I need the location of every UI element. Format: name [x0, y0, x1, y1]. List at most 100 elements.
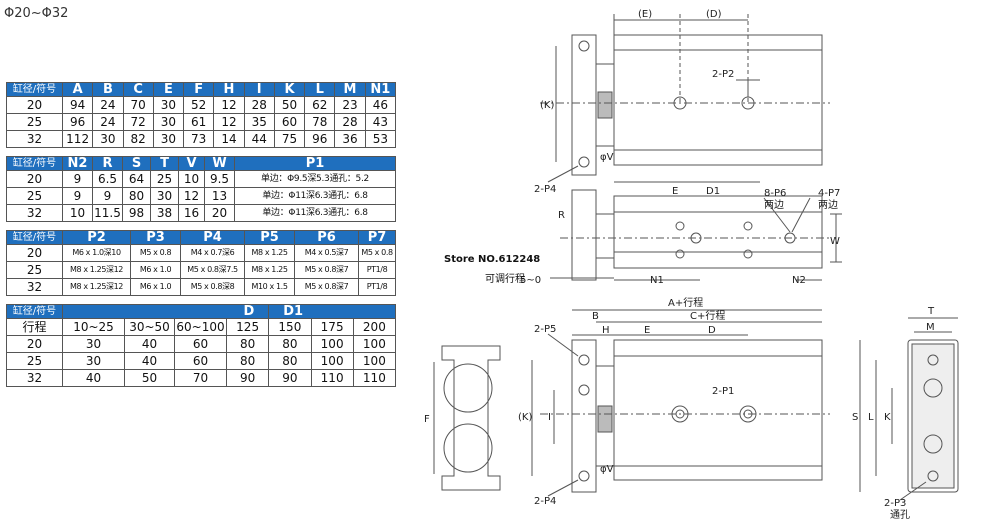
table-cell: M5 x 0.8深7 — [294, 261, 359, 279]
table-cell: 112 — [61, 130, 94, 148]
left-end-view — [433, 345, 501, 491]
end-plate-side — [907, 339, 959, 493]
table-cell: 25 — [6, 261, 63, 279]
label: L — [868, 412, 874, 423]
label: D — [708, 325, 716, 336]
label: F — [424, 414, 430, 425]
bore-circle — [443, 363, 493, 413]
table-cell: 150 — [268, 318, 312, 336]
table-cell: 72 — [122, 113, 154, 131]
table-cell: 94 — [61, 96, 94, 114]
label: 2-P4 — [534, 184, 556, 195]
table-cell: 200 — [352, 318, 397, 336]
table-cell: 80 — [225, 335, 270, 353]
label: E — [672, 186, 678, 197]
table-cell: 32 — [6, 130, 63, 148]
table-cell: 90 — [268, 369, 312, 387]
label: B — [592, 311, 599, 322]
table-cell: M8 x 1.25 — [244, 261, 295, 279]
adjustable-stroke-label: 可调行程 — [485, 274, 525, 285]
table-cell: 30 — [152, 130, 185, 148]
table-cell: M6 x 1.0 — [130, 278, 181, 296]
table-cell: 10 — [178, 170, 205, 188]
table-cell: 82 — [122, 130, 154, 148]
table-cell: 单边：Φ9.5深5.3通孔：5.2 — [234, 170, 396, 188]
table-cell: M4 x 0.7深6 — [180, 244, 245, 262]
header-cell: P2 — [62, 230, 131, 245]
label: 通孔 — [890, 509, 910, 521]
side-body — [613, 195, 823, 269]
table-cell: 9 — [92, 187, 123, 205]
table-header-row: 缸径/符号 P2 P3 P4 P5 P6 P7 — [6, 230, 396, 245]
front-view — [531, 309, 830, 497]
table-cell: 60 — [174, 352, 227, 370]
table-cell: 9 — [62, 187, 93, 205]
table-cell: 96 — [61, 113, 94, 131]
table-cell: 110 — [310, 369, 354, 387]
table-cell: M5 x 0.8 — [358, 244, 396, 262]
header-cell: M — [334, 82, 366, 97]
table-cell: 行程 — [6, 318, 63, 336]
header-cell: W — [204, 156, 235, 171]
label: M — [926, 322, 935, 333]
mount-hole — [578, 156, 590, 168]
table-header-row: 缸径/符号 D D1 — [6, 304, 396, 319]
label: S — [852, 412, 858, 423]
label: 2-P1 — [712, 386, 734, 397]
table-cell: 80 — [122, 187, 151, 205]
table-cell: 30 — [152, 96, 185, 114]
table-cell: 25 — [6, 352, 63, 370]
front-plate — [571, 339, 597, 493]
table-cell: 96 — [304, 130, 336, 148]
table-cell: 40 — [124, 352, 175, 370]
table-cell: M6 x 1.0深10 — [62, 244, 131, 262]
table-cell: 100 — [310, 352, 354, 370]
header-cell: L — [304, 82, 336, 97]
header-cell: P5 — [244, 230, 295, 245]
table-cell: 12 — [178, 187, 205, 205]
table-cell: 61 — [183, 113, 215, 131]
label: 8-P6 — [764, 188, 786, 199]
table-cell: 32 — [6, 369, 63, 387]
table-cell: 32 — [6, 278, 63, 296]
table-cell: 10~25 — [62, 318, 125, 336]
table-cell: 30 — [150, 187, 179, 205]
table-cell: 53 — [364, 130, 397, 148]
table-cell: 78 — [304, 113, 336, 131]
table-cell: 62 — [304, 96, 336, 114]
table-cell: 80 — [268, 352, 312, 370]
right-end-view — [859, 317, 959, 501]
table-cell: M4 x 0.5深7 — [294, 244, 359, 262]
label: I — [548, 412, 551, 423]
table-cell: M8 x 1.25深12 — [62, 261, 131, 279]
label: (D) — [706, 9, 722, 20]
table-cell: 28 — [334, 113, 366, 131]
label: (K) — [518, 412, 532, 423]
header-cell: K — [273, 82, 306, 97]
plate-boss — [595, 63, 615, 147]
table-cell: 25 — [150, 170, 179, 188]
label: H — [602, 325, 610, 336]
end-profile — [441, 345, 501, 491]
table-cell: 20 — [6, 335, 63, 353]
table-cell: 25 — [6, 187, 63, 205]
header-cell: T — [150, 156, 179, 171]
table-cell: M5 x 0.8深8 — [180, 278, 245, 296]
table-cell: 11.5 — [92, 204, 123, 222]
table-cell: 98 — [122, 204, 151, 222]
page-title: Φ20~Φ32 — [4, 6, 69, 21]
table-cell: PT1/8 — [358, 278, 396, 296]
label: (K) — [540, 100, 554, 111]
label: 2-P3 — [884, 498, 906, 509]
cylinder-body — [613, 34, 823, 166]
table-cell: 43 — [364, 113, 397, 131]
